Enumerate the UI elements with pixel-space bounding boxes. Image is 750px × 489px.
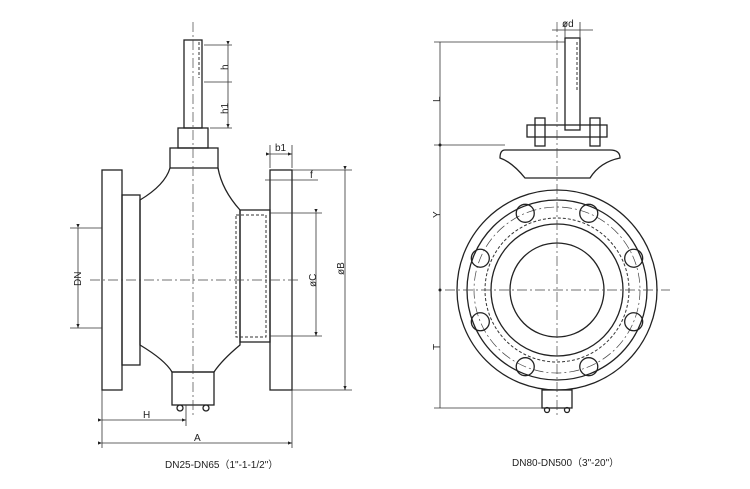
dim-ob: øB bbox=[336, 262, 347, 275]
dim-T: T bbox=[432, 344, 443, 350]
dim-oc: øC bbox=[308, 274, 319, 287]
bolt-hole bbox=[579, 357, 599, 377]
bolt-hole bbox=[515, 357, 535, 377]
dim-dn: DN bbox=[73, 272, 84, 286]
bolt-hole bbox=[624, 248, 644, 268]
dim-od: ød bbox=[562, 19, 574, 30]
side-view: h h1 b1 f DN øC øB H A DN25-DN65（1"-1-1/… bbox=[70, 22, 352, 471]
front-view: ød L Y T DN80-DN500（3"-20"） bbox=[432, 19, 670, 469]
left-caption: DN25-DN65（1"-1-1/2"） bbox=[165, 459, 278, 471]
dim-H: H bbox=[143, 410, 150, 421]
dim-h1: h1 bbox=[220, 102, 231, 114]
dim-A: A bbox=[194, 433, 201, 444]
bolt-hole bbox=[624, 312, 644, 332]
dim-f: f bbox=[310, 170, 313, 181]
bolt-hole bbox=[470, 312, 490, 332]
dim-L: L bbox=[432, 96, 443, 102]
bolt-hole bbox=[470, 248, 490, 268]
bolt-hole bbox=[515, 203, 535, 223]
dim-b1: b1 bbox=[275, 143, 287, 154]
bolt-hole bbox=[579, 203, 599, 223]
right-caption: DN80-DN500（3"-20"） bbox=[512, 457, 619, 469]
dim-h: h bbox=[220, 64, 231, 70]
dim-Y: Y bbox=[432, 211, 443, 218]
